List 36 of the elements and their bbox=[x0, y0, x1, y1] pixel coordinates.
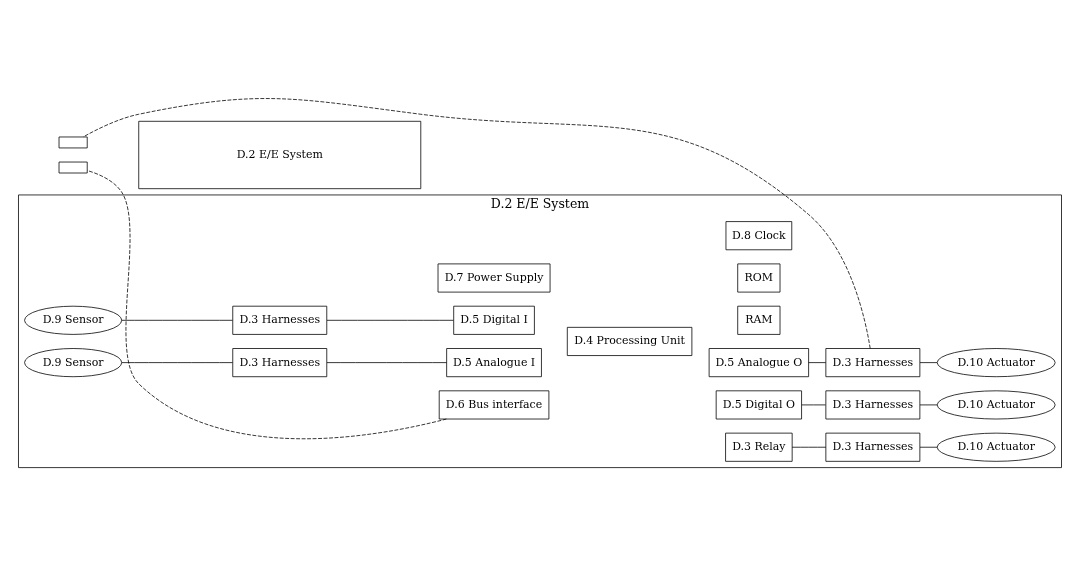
connector bbox=[791, 446, 827, 448]
node-ellipse: D.10 Actuator bbox=[936, 348, 1056, 378]
connector bbox=[801, 404, 826, 406]
connector bbox=[919, 446, 938, 448]
connector bbox=[82, 98, 871, 349]
node-box: D.3 Harnesses bbox=[232, 348, 328, 378]
node-box: D.7 Power Supply bbox=[437, 263, 551, 293]
node-ellipse: D.10 Actuator bbox=[936, 432, 1056, 462]
node-box: D.3 Harnesses bbox=[232, 305, 328, 335]
node-box: D.6 Bus interface bbox=[438, 390, 550, 420]
connector bbox=[808, 362, 827, 363]
node-box bbox=[58, 136, 88, 149]
node-ellipse: D.9 Sensor bbox=[24, 348, 123, 378]
node-box: D.3 Harnesses bbox=[825, 390, 921, 420]
connector bbox=[326, 362, 447, 363]
node-box: RAM bbox=[737, 305, 781, 335]
node-box: D.3 Relay bbox=[725, 432, 793, 462]
node-box: D.8 Clock bbox=[725, 221, 793, 251]
connector bbox=[326, 319, 454, 321]
node-box bbox=[58, 161, 88, 174]
node-box: D.3 Harnesses bbox=[825, 348, 921, 378]
node-box: D.2 E/E System bbox=[138, 120, 422, 190]
node-ellipse: D.9 Sensor bbox=[24, 305, 123, 335]
node-ellipse: D.10 Actuator bbox=[936, 390, 1056, 420]
node-box: D.5 Digital O bbox=[715, 390, 802, 420]
connector bbox=[87, 170, 447, 440]
connector bbox=[919, 404, 938, 406]
node-box: D.5 Digital I bbox=[453, 305, 535, 335]
node-box: D.5 Analogue O bbox=[708, 348, 809, 378]
connector bbox=[121, 362, 233, 363]
connector bbox=[121, 319, 233, 321]
node-box: D.3 Harnesses bbox=[825, 432, 921, 462]
node-box: D.4 Processing Unit bbox=[566, 326, 693, 356]
node-box: ROM bbox=[737, 263, 781, 293]
node-box: D.5 Analogue I bbox=[446, 348, 542, 378]
connector bbox=[919, 362, 938, 363]
